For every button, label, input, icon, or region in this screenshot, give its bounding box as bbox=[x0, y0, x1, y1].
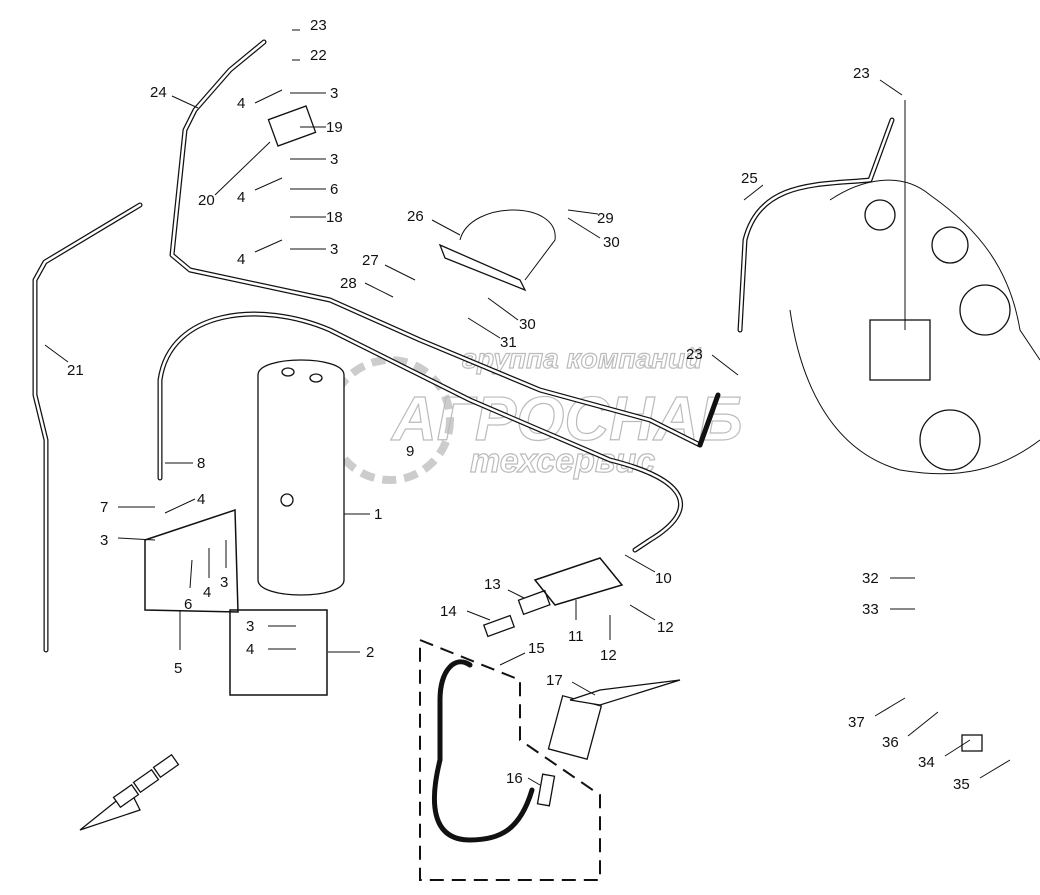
callout-label-33: 33 bbox=[862, 601, 879, 618]
air-tank bbox=[257, 359, 345, 596]
callout-label-31: 31 bbox=[500, 334, 517, 351]
callout-label-3: 3 bbox=[100, 532, 108, 549]
callout-label-4: 4 bbox=[237, 189, 245, 206]
callout-label-30: 30 bbox=[519, 316, 536, 333]
pipes bbox=[32, 39, 895, 843]
callout-label-13: 13 bbox=[484, 576, 501, 593]
callout-label-14: 14 bbox=[440, 603, 457, 620]
callout-label-5: 5 bbox=[174, 660, 182, 677]
callout-label-20: 20 bbox=[198, 192, 215, 209]
callout-label-25: 25 bbox=[741, 170, 758, 187]
callout-label-4: 4 bbox=[246, 641, 254, 658]
callout-label-18: 18 bbox=[326, 209, 343, 226]
callout-label-4: 4 bbox=[237, 95, 245, 112]
callout-label-10: 10 bbox=[655, 570, 672, 587]
callout-label-23: 23 bbox=[686, 346, 703, 363]
engine-drawing bbox=[789, 100, 1040, 475]
callout-label-34: 34 bbox=[918, 754, 935, 771]
callout-label-1: 1 bbox=[374, 506, 382, 523]
callout-label-4: 4 bbox=[203, 584, 211, 601]
callout-label-19: 19 bbox=[326, 119, 343, 136]
callout-label-15: 15 bbox=[528, 640, 545, 657]
kit-boxes bbox=[144, 508, 624, 881]
callout-label-2: 2 bbox=[366, 644, 374, 661]
callout-label-3: 3 bbox=[220, 574, 228, 591]
callout-label-6: 6 bbox=[330, 181, 338, 198]
callout-label-36: 36 bbox=[882, 734, 899, 751]
callout-label-32: 32 bbox=[862, 570, 879, 587]
callout-label-23: 23 bbox=[853, 65, 870, 82]
callout-label-3: 3 bbox=[330, 151, 338, 168]
watermark-line3: техсервис bbox=[470, 442, 655, 480]
callout-label-29: 29 bbox=[597, 210, 614, 227]
callout-label-30: 30 bbox=[603, 234, 620, 251]
callout-label-17: 17 bbox=[546, 672, 563, 689]
parts-shapes bbox=[79, 105, 983, 831]
callout-label-23: 23 bbox=[310, 17, 327, 34]
callout-label-16: 16 bbox=[506, 770, 523, 787]
callout-label-26: 26 bbox=[407, 208, 424, 225]
callout-label-28: 28 bbox=[340, 275, 357, 292]
callout-label-7: 7 bbox=[100, 499, 108, 516]
callout-label-3: 3 bbox=[330, 241, 338, 258]
callout-label-3: 3 bbox=[330, 85, 338, 102]
callout-label-9: 9 bbox=[406, 443, 414, 460]
callout-label-37: 37 bbox=[848, 714, 865, 731]
callout-label-11: 11 bbox=[568, 628, 584, 645]
callout-label-24: 24 bbox=[150, 84, 167, 101]
leader-lines bbox=[44, 29, 1011, 786]
callout-label-4: 4 bbox=[197, 491, 205, 508]
callout-label-6: 6 bbox=[184, 596, 192, 613]
callout-label-22: 22 bbox=[310, 47, 327, 64]
callout-label-8: 8 bbox=[197, 455, 205, 472]
callout-label-3: 3 bbox=[246, 618, 254, 635]
callout-label-12: 12 bbox=[600, 647, 617, 664]
callout-label-27: 27 bbox=[362, 252, 379, 269]
callout-label-12: 12 bbox=[657, 619, 674, 636]
callout-label-4: 4 bbox=[237, 251, 245, 268]
callout-label-35: 35 bbox=[953, 776, 970, 793]
callout-label-21: 21 bbox=[67, 362, 84, 379]
watermark-line1: группа компаний bbox=[462, 343, 702, 374]
